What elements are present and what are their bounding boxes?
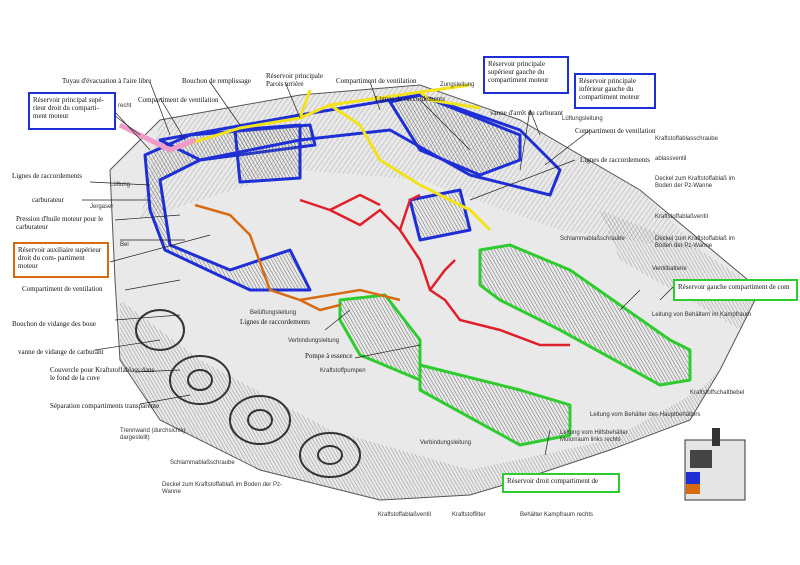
de-label-10: Leitung von Behältern im Kampfraum [652, 312, 752, 318]
label-carburetor: carburateur [32, 196, 64, 204]
label-lines-top: Lignes de raccordements [375, 95, 445, 103]
box-aux-engine-tank: Réservoir auxiliaire supérieur droit du … [13, 242, 109, 278]
de-label-25: Lüftung [110, 182, 131, 188]
label-drain-valve: vanne de vidange de carburant [18, 348, 104, 356]
de-label-24: Jergaser [90, 204, 114, 210]
box-right-fighting-tank: Réservoir droit compartiment de [502, 473, 620, 493]
label-stop-valve: vanne d'arrêt du carburant [490, 109, 563, 117]
label-vent-comp-right: Compartiment de ventilation [575, 127, 656, 135]
label-vent-comp-left-top: Compartiment de ventilation [138, 96, 219, 104]
de-label-8: Deckel zum Kraftstoffablaß im Boden der … [655, 236, 735, 249]
box-upper-right-engine-tank: Réservoir principal supé- rieur droit du… [28, 92, 116, 130]
de-label-17: Trennwand (durchsichtig dargestellt) [120, 428, 186, 441]
label-fuel-pump: Pompe à essence [305, 352, 353, 360]
de-label-14: Kraftstoffilter [452, 512, 486, 518]
de-label-12: Leitung vom Behälter des Hauptbehälters [590, 412, 701, 418]
de-label-5: Deckel zum Kraftstoffablaß im Boden der … [655, 176, 735, 189]
orange-aux-lines [194, 203, 401, 312]
label-rechts: recht [118, 103, 132, 109]
label-pressure: Pression d'huile moteur pour le carburat… [16, 215, 104, 231]
de-label-16: Deckel zum Kraftstoffablaß im Boden der … [162, 482, 282, 495]
de-label-3: Kraftstoffablasschraube [655, 136, 718, 142]
de-label-2: Lüftungsleitung [562, 116, 603, 122]
de-label-22: Leitung vom Hilfsbehälter Motorraum link… [560, 430, 628, 443]
label-cover: Couvercle pour Kraftstoffablass dans le … [50, 366, 155, 382]
fuel-switch-lever-illustration [684, 428, 746, 501]
de-label-13: Kraftstoffablaßventil [378, 512, 431, 518]
hull-side-hatching [120, 300, 720, 500]
label-exhaust: Tuyau d'évacuation à l'aire libre [62, 77, 152, 85]
pink-exhaust-pipe [118, 122, 196, 153]
de-label-19: Kraftstoffpumpen [320, 368, 366, 374]
de-label-9: Ventilbatterie [652, 266, 687, 272]
label-separation: Séparation compartiments transparente [50, 402, 160, 410]
label-vent-comp-left: Compartiment de ventilation [22, 285, 103, 293]
de-label-20: Verbindungsleitung [288, 338, 340, 344]
label-lines-right: Lignes de raccordements [580, 156, 650, 164]
box-upper-left-engine-tank: Réservoir principale supérieur gauche du… [483, 56, 569, 94]
yellow-vent-lines [174, 83, 492, 232]
de-label-18: Schlammablaßschraube [170, 460, 235, 466]
de-label-21: Verbindungsleitung [420, 440, 472, 446]
de-label-1: Zungsleitung [440, 82, 475, 88]
de-label-11: Kraftstoffschaltbebel [690, 390, 745, 396]
leader-lines [82, 81, 681, 456]
de-label-23: Belüftungsleitung [250, 310, 297, 316]
box-lower-left-engine-tank: Réservoir principale inférieur gauche du… [574, 73, 656, 109]
de-label-6: Kraftstoffablaßventil [655, 214, 708, 220]
red-fuel-lines [299, 193, 570, 347]
label-main-tank-rear: Réservoir principale Parois arrière [266, 72, 323, 88]
green-fighting-tanks [338, 243, 692, 447]
box-left-fighting-tank: Réservoir gauche compartiment de com [673, 279, 798, 301]
label-lines-mid: Lignes de raccordements [240, 318, 310, 326]
label-lines-left: Lignes de raccordements [12, 172, 82, 180]
de-label-15: Behälter Kampfraum rechts [520, 512, 594, 518]
label-filler-cap: Bouchon de remplissage [182, 77, 251, 85]
road-wheels [135, 309, 361, 478]
de-label-26: Bel [120, 242, 129, 248]
de-label-7: Schlammablaßschraube [560, 236, 625, 242]
de-label-4: ablassventil [655, 156, 687, 162]
label-vent-comp-top: Compartiment de ventilation [336, 77, 417, 85]
label-drain-plug: Bouchon de vidange des boue [12, 320, 96, 328]
